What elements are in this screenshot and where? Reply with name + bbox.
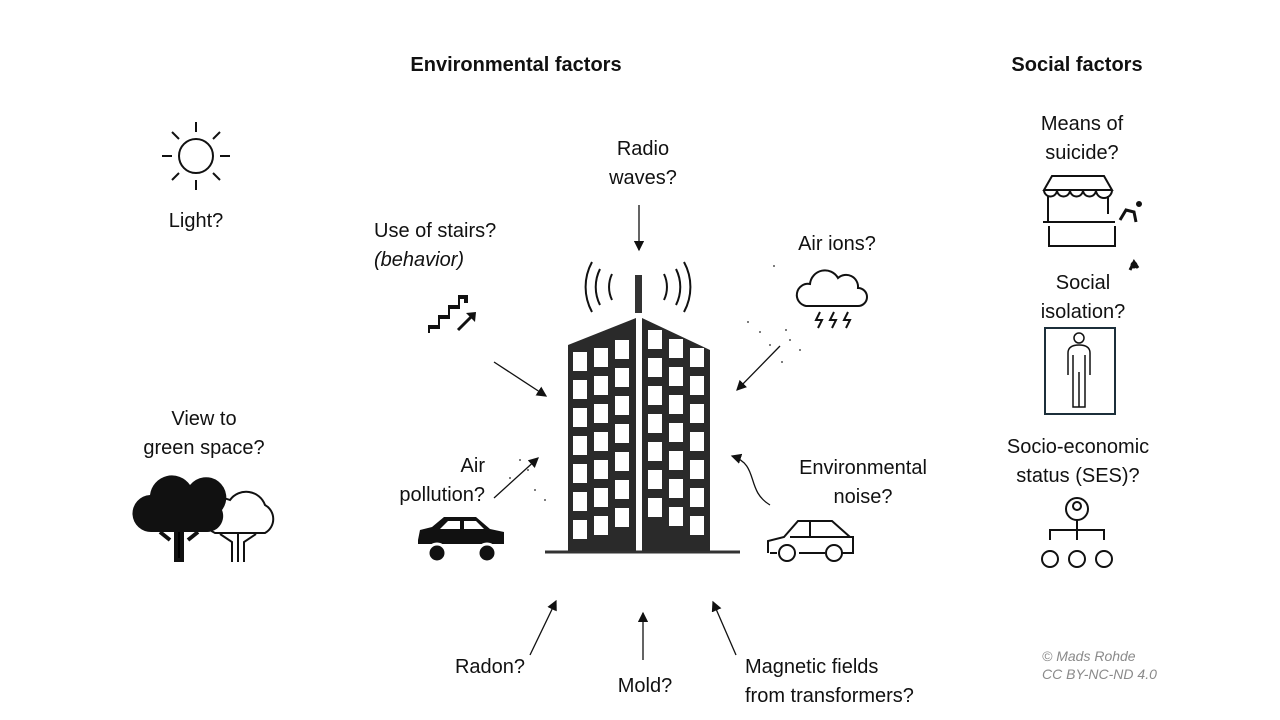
hierarchy-people-icon bbox=[1041, 497, 1113, 568]
window bbox=[648, 358, 662, 377]
label-air-pollution: Air pollution? bbox=[399, 452, 485, 510]
line: green space? bbox=[143, 437, 265, 459]
credit-author: © Mads Rohde bbox=[1042, 648, 1136, 664]
car-black-icon bbox=[418, 517, 504, 564]
window bbox=[648, 330, 662, 349]
heading-environmental: Environmental factors bbox=[410, 54, 622, 76]
window bbox=[690, 432, 704, 451]
line: status (SES)? bbox=[1016, 465, 1140, 487]
window bbox=[669, 339, 683, 358]
window bbox=[690, 404, 704, 423]
line: suicide? bbox=[1045, 142, 1119, 164]
label-magnetic: Magnetic fields from transformers? bbox=[745, 653, 914, 711]
window bbox=[690, 516, 704, 535]
window bbox=[594, 376, 608, 395]
car-outline-icon bbox=[767, 520, 854, 562]
window bbox=[594, 404, 608, 423]
window bbox=[669, 367, 683, 386]
window bbox=[594, 348, 608, 367]
line: Radio bbox=[616, 138, 670, 160]
window bbox=[594, 432, 608, 451]
line: View to bbox=[171, 408, 237, 430]
social-icons bbox=[1041, 175, 1142, 568]
window bbox=[669, 423, 683, 442]
heading-social: Social factors bbox=[1011, 54, 1143, 76]
window bbox=[648, 414, 662, 433]
line: noise? bbox=[833, 486, 893, 508]
storm-cloud-icon bbox=[795, 269, 868, 329]
arrows bbox=[493, 205, 781, 660]
window bbox=[669, 479, 683, 498]
window bbox=[573, 380, 587, 399]
line: (behavior) bbox=[374, 249, 465, 271]
window bbox=[690, 460, 704, 479]
line: pollution? bbox=[399, 484, 485, 506]
label-radon: Radon? bbox=[454, 656, 526, 678]
window bbox=[615, 480, 629, 499]
window bbox=[690, 488, 704, 507]
window bbox=[648, 498, 662, 517]
label-ses: Socio-economic status (SES)? bbox=[1007, 433, 1149, 491]
window bbox=[615, 452, 629, 471]
window bbox=[573, 520, 587, 539]
isolation-frame bbox=[1044, 327, 1116, 415]
air-ion-dots bbox=[509, 265, 801, 501]
window bbox=[615, 424, 629, 443]
label-isolation: Social isolation? bbox=[1041, 269, 1126, 327]
label-green-space: View to green space? bbox=[143, 405, 264, 463]
line: Use of stairs? bbox=[374, 220, 497, 242]
window bbox=[573, 464, 587, 483]
sun-icon bbox=[162, 122, 230, 190]
person-icon bbox=[1067, 332, 1091, 408]
window bbox=[594, 460, 608, 479]
building-illustration bbox=[545, 261, 740, 554]
line: Means of bbox=[1040, 113, 1124, 135]
window bbox=[669, 395, 683, 414]
label-light: Light? bbox=[168, 210, 224, 232]
window bbox=[690, 348, 704, 367]
label-mold: Mold? bbox=[617, 675, 673, 697]
trees-icon bbox=[132, 475, 275, 562]
window bbox=[594, 488, 608, 507]
credit-license: CC BY-NC-ND 4.0 bbox=[1042, 666, 1157, 682]
line: Social bbox=[1055, 272, 1111, 294]
window bbox=[669, 507, 683, 526]
label-air-ions: Air ions? bbox=[798, 233, 876, 255]
window bbox=[615, 368, 629, 387]
window bbox=[690, 376, 704, 395]
label-radio-waves: Radio waves? bbox=[609, 135, 677, 193]
window bbox=[615, 508, 629, 527]
line: Environmental bbox=[799, 457, 927, 479]
window bbox=[648, 386, 662, 405]
market-stall-fall-icon bbox=[1042, 175, 1142, 271]
window bbox=[648, 470, 662, 489]
window bbox=[615, 396, 629, 415]
line: Socio-economic bbox=[1006, 436, 1150, 458]
label-noise: Environmental noise? bbox=[799, 454, 927, 512]
window bbox=[648, 442, 662, 461]
line: Air bbox=[460, 455, 485, 477]
window bbox=[669, 451, 683, 470]
line: from transformers? bbox=[745, 685, 914, 707]
line: isolation? bbox=[1040, 301, 1126, 323]
credit: © Mads Rohde CC BY-NC-ND 4.0 bbox=[1042, 647, 1157, 683]
window bbox=[573, 352, 587, 371]
window bbox=[615, 340, 629, 359]
window bbox=[573, 436, 587, 455]
line: Magnetic fields bbox=[745, 656, 879, 678]
line: waves? bbox=[609, 167, 677, 189]
stairs-icon bbox=[428, 295, 476, 333]
label-stairs: Use of stairs? (behavior) bbox=[374, 217, 496, 275]
window bbox=[573, 408, 587, 427]
window bbox=[594, 516, 608, 535]
label-suicide: Means of suicide? bbox=[1041, 110, 1123, 168]
window bbox=[573, 492, 587, 511]
